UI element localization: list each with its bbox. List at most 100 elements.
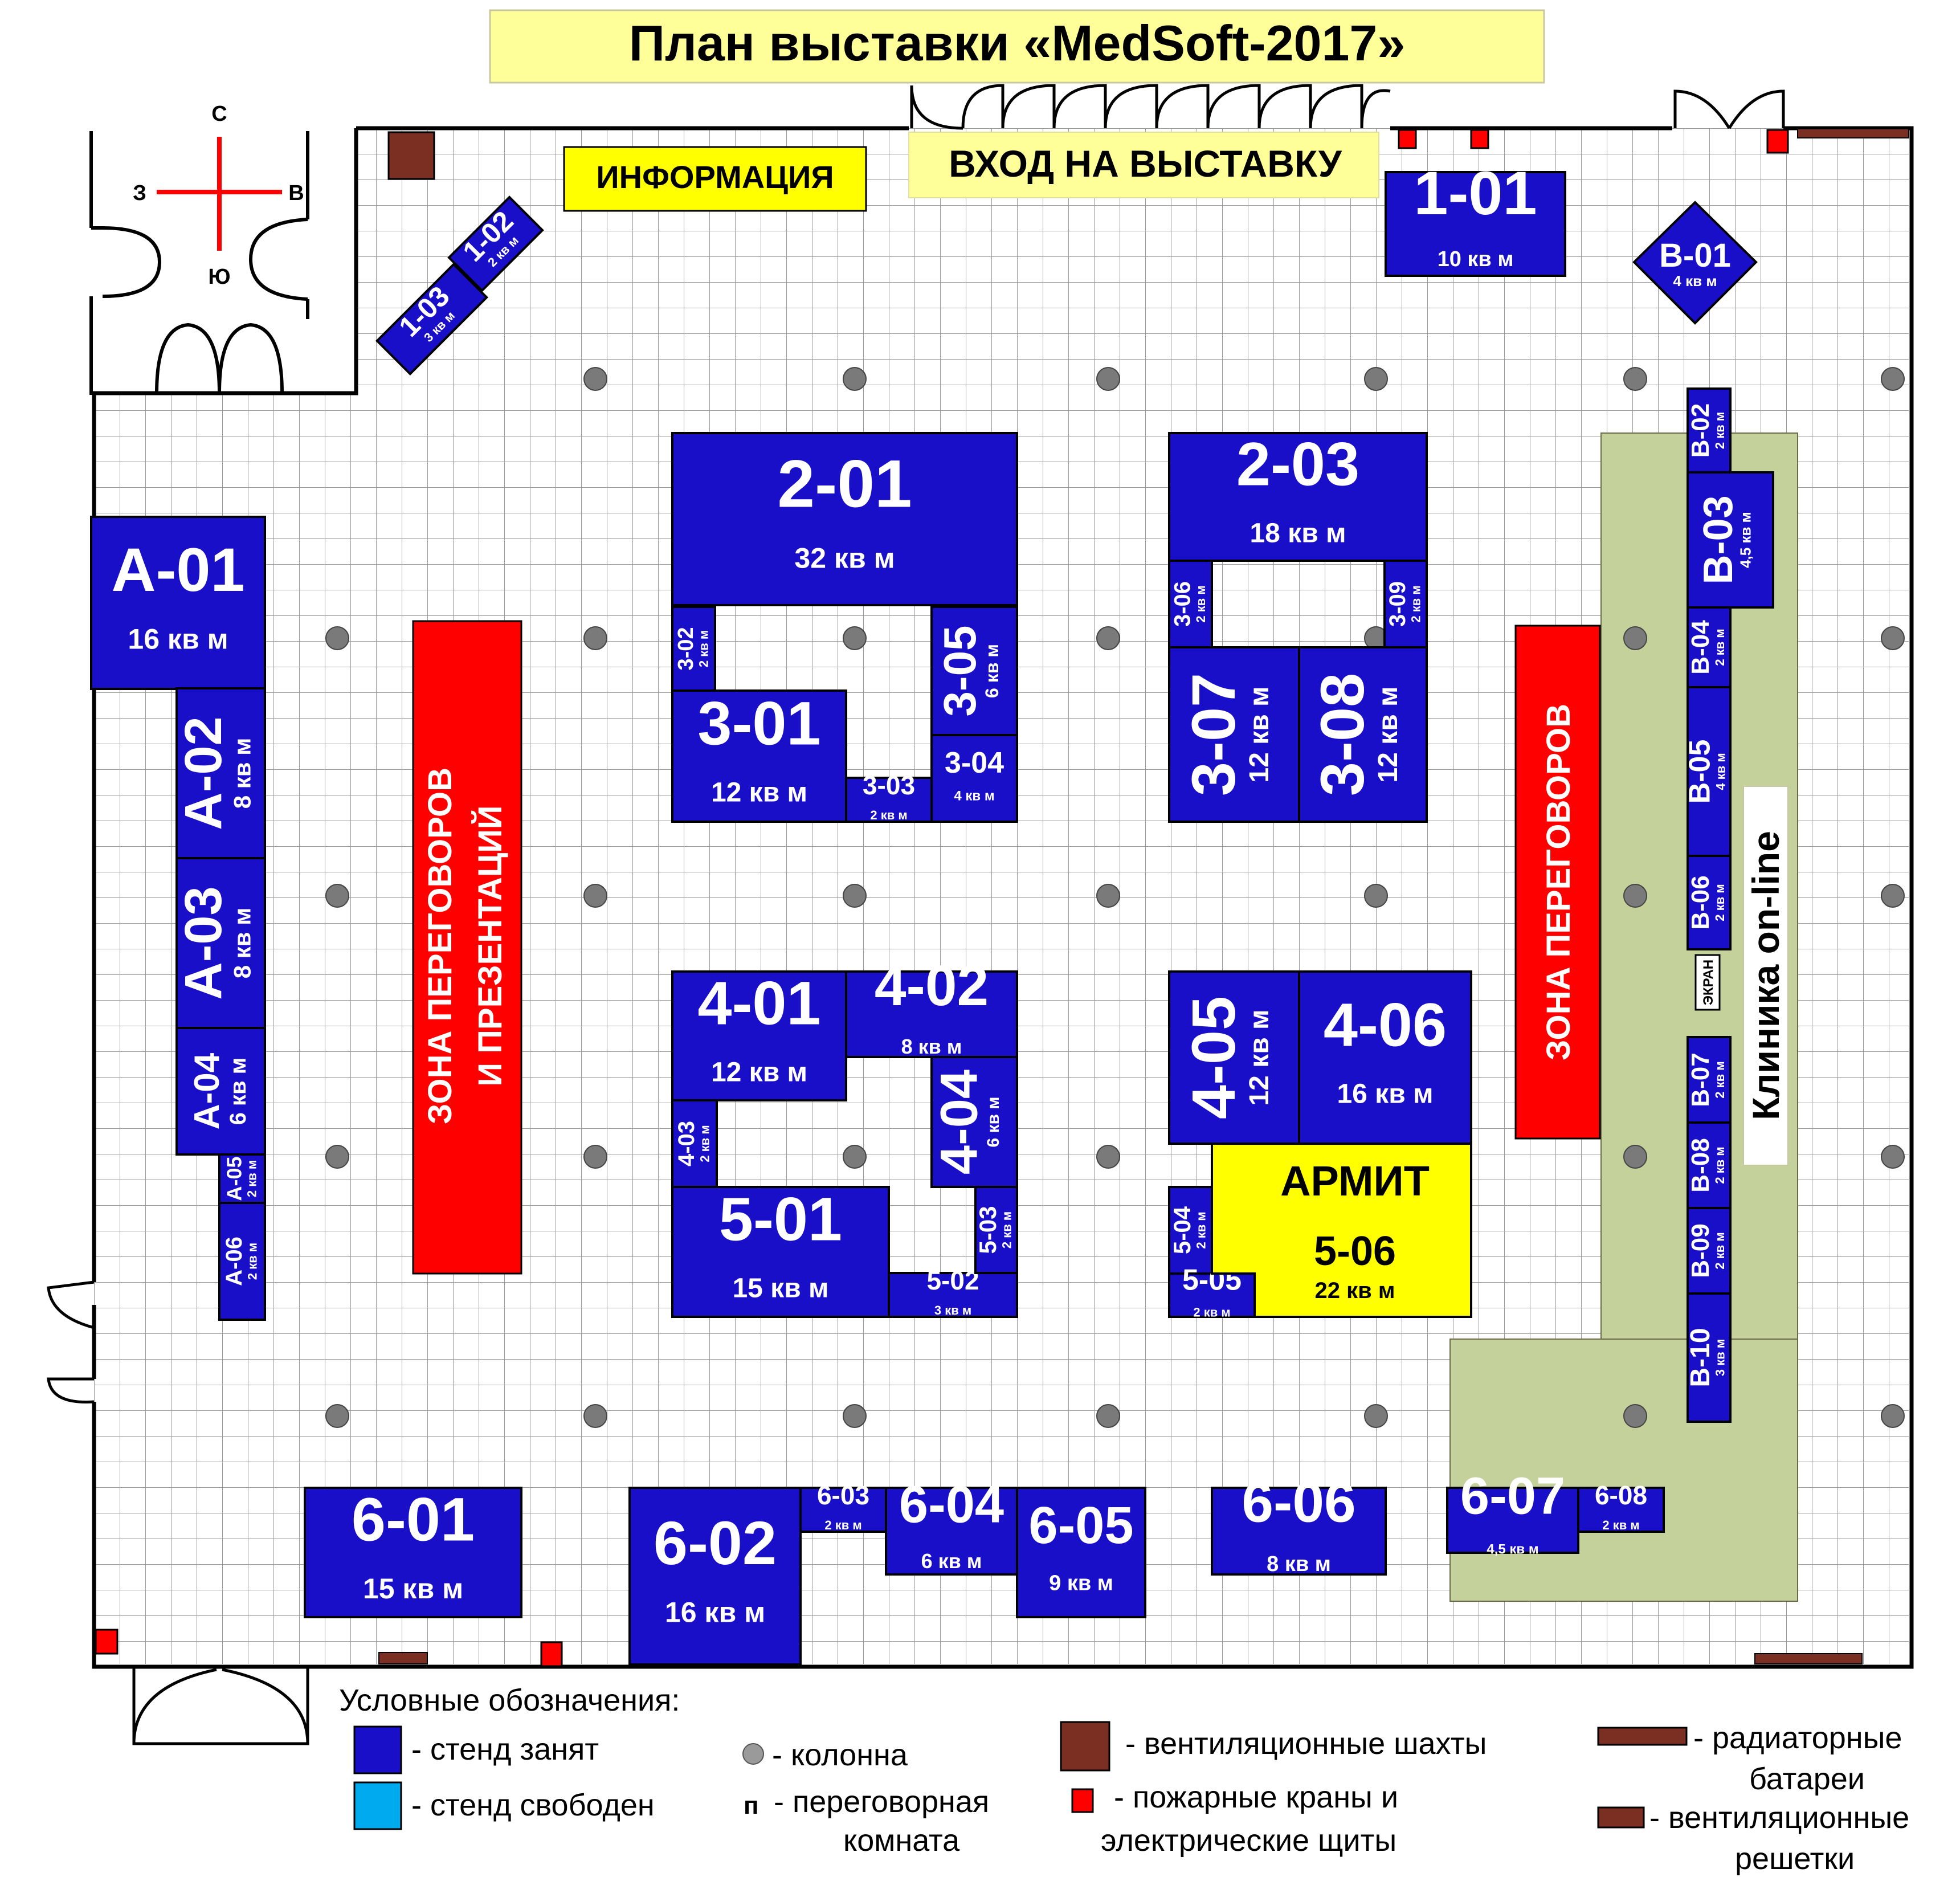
column-icon [325, 1145, 349, 1169]
stand-area: 2 кв м [1193, 1305, 1230, 1320]
stand-area: 32 кв м [794, 542, 895, 574]
stand-608[interactable]: 6-082 кв м [1577, 1480, 1665, 1533]
stand-605[interactable]: 6-059 кв м [1016, 1487, 1146, 1618]
column-icon [325, 1404, 349, 1428]
stand-number: В-10 [1685, 1328, 1716, 1387]
screen-label: ЭКРАН [1694, 954, 1721, 1011]
stand-303[interactable]: 3-032 кв м [845, 770, 933, 823]
zone-negotiation-presentation[interactable]: ЗОНА ПЕРЕГОВОРОВ И ПРЕЗЕНТАЦИЙ [412, 620, 522, 1275]
online-clinic-text: Клиника on-line [1745, 831, 1787, 1120]
stand-area: 12 кв м [1244, 1009, 1275, 1105]
legend-fire-icon [1071, 1788, 1094, 1813]
stand-a02[interactable]: А-028 кв м [174, 687, 266, 859]
stand-607[interactable]: 6-074,5 кв м [1446, 1467, 1579, 1557]
stand-503[interactable]: 5-032 кв м [974, 1186, 1018, 1274]
stand-b07[interactable]: В-072 кв м [1687, 1036, 1732, 1124]
column-icon [583, 367, 607, 391]
stand-306[interactable]: 3-062 кв м [1168, 560, 1213, 648]
stand-302[interactable]: 3-022 кв м [671, 606, 716, 692]
stand-area: 4,5 кв м [1487, 1542, 1538, 1557]
stand-309[interactable]: 3-092 кв м [1383, 560, 1428, 648]
stand-area: 2 кв м [1408, 585, 1423, 622]
stand-404[interactable]: 4-046 кв м [930, 1056, 1018, 1188]
zone-negotiation-right[interactable]: ЗОНА ПЕРЕГОВОРОВ [1514, 625, 1601, 1140]
stand-402[interactable]: 4-028 кв м [845, 954, 1018, 1058]
legend-meeting-symbol: п [744, 1792, 759, 1819]
information-desk[interactable]: ИНФОРМАЦИЯ [563, 146, 867, 212]
online-clinic-label: Клиника on-line [1743, 786, 1788, 1166]
column-icon [1881, 1404, 1905, 1428]
stand-504[interactable]: 5-042 кв м [1168, 1186, 1213, 1275]
legend-meeting-line2: комната [843, 1823, 960, 1858]
stand-number: 3-07 [1179, 673, 1248, 796]
stand-505[interactable]: 5-052 кв м [1168, 1264, 1256, 1320]
stand-number: 6-01 [352, 1484, 475, 1553]
stand-number: А-04 [187, 1052, 227, 1129]
stand-b06[interactable]: В-062 кв м [1687, 855, 1732, 950]
stand-b04[interactable]: В-042 кв м [1687, 606, 1732, 688]
stand-502[interactable]: 5-023 кв м [888, 1266, 1018, 1318]
stand-b02[interactable]: В-022 кв м [1687, 387, 1732, 474]
stand-area: 4 кв м [954, 789, 994, 804]
stand-number: В-08 [1687, 1138, 1714, 1192]
stand-304[interactable]: 3-044 кв м [930, 734, 1018, 823]
stand-b08[interactable]: В-082 кв м [1687, 1121, 1732, 1209]
zone-left-line1: ЗОНА ПЕРЕГОВОРОВ [422, 768, 459, 1124]
stand-number: В-05 [1683, 740, 1716, 804]
column-icon [325, 626, 349, 650]
column-icon [1364, 884, 1388, 908]
stand-b05[interactable]: В-054 кв м [1683, 686, 1732, 857]
stand-606[interactable]: 6-068 кв м [1211, 1470, 1387, 1576]
stand-number: А-06 [222, 1237, 247, 1286]
stand-a06[interactable]: А-062 кв м [218, 1202, 266, 1321]
fire-cabinet-icon [95, 1629, 119, 1655]
stand-b09[interactable]: В-092 кв м [1687, 1207, 1732, 1295]
stand-number: 6-04 [899, 1475, 1004, 1533]
column-icon [1881, 626, 1905, 650]
stand-number: 6-05 [1028, 1496, 1133, 1554]
stand-a05[interactable]: А-052 кв м [218, 1153, 266, 1204]
stand-305[interactable]: 3-056 кв м [930, 606, 1018, 736]
stand-area: 8 кв м [229, 908, 256, 979]
stand-603[interactable]: 6-032 кв м [799, 1480, 887, 1533]
column-icon [1096, 884, 1120, 908]
legend-occupied-swatch [353, 1725, 402, 1774]
radiator-icon [1754, 1653, 1863, 1664]
stand-area: 2 кв м [1713, 1146, 1727, 1184]
stand-201[interactable]: 2-01 32 кв м [671, 432, 1018, 606]
stand-b03[interactable]: В-034,5 кв м [1687, 471, 1774, 609]
stand-a03[interactable]: А-038 кв м [174, 857, 266, 1029]
stand-number: 4-03 [674, 1121, 699, 1166]
stand-b01[interactable]: В-014 кв м [1632, 201, 1758, 325]
stand-area: 8 кв м [229, 738, 256, 809]
stand-number: 3-06 [1170, 581, 1195, 627]
stand-403[interactable]: 4-032 кв м [671, 1099, 718, 1188]
stand-number: 2-01 [777, 446, 912, 521]
stand-area: 2 кв м [1713, 1061, 1727, 1098]
stand-604[interactable]: 6-046 кв м [885, 1475, 1018, 1576]
fire-cabinet-icon [1766, 129, 1789, 154]
stand-area: 3 кв м [1713, 1339, 1728, 1376]
stand-number: 6-06 [1242, 1470, 1355, 1534]
left-doors [47, 1280, 95, 1403]
fire-cabinet-icon [1470, 129, 1489, 149]
legend-meeting-line1: - переговорная [774, 1785, 989, 1819]
stand-b10[interactable]: В-103 кв м [1685, 1292, 1732, 1423]
stand-a04[interactable]: А-046 кв м [175, 1027, 266, 1156]
column-icon [1364, 1404, 1388, 1428]
column-icon [1623, 884, 1647, 908]
title-banner: План выставки «MedSoft-2017» [489, 9, 1545, 84]
